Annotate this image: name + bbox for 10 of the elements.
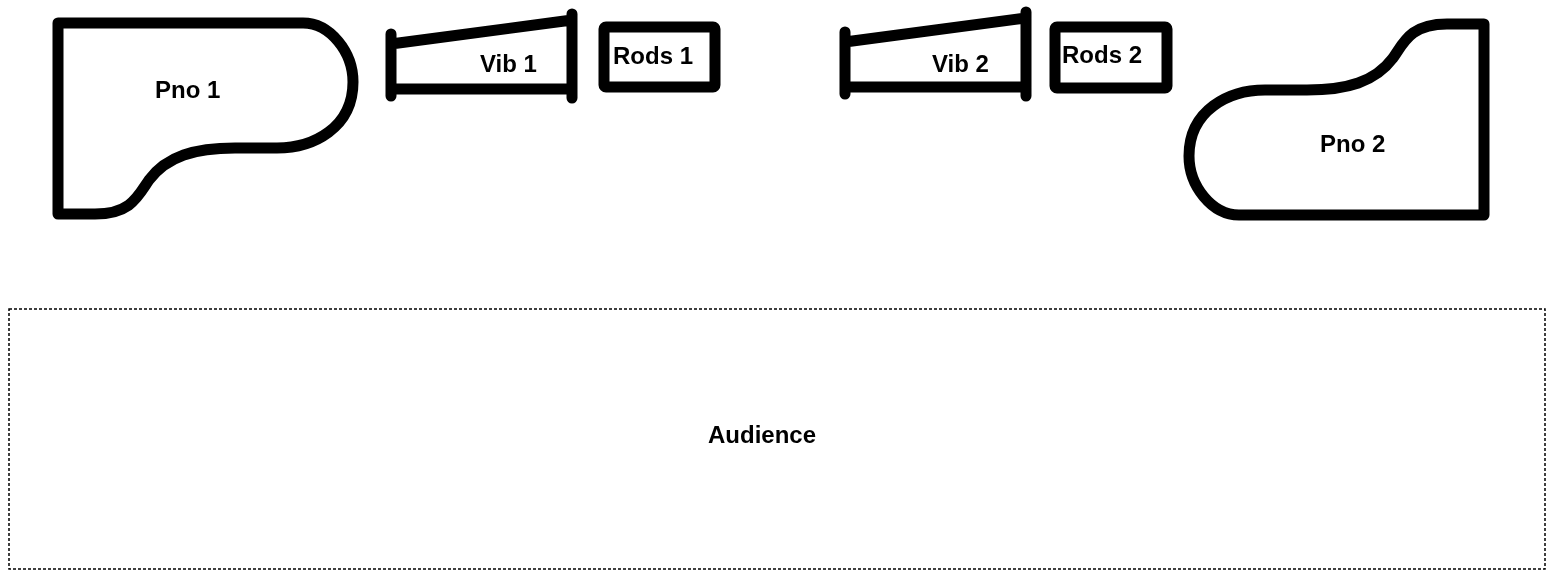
instrument-label: Rods 2 — [1062, 41, 1142, 69]
instrument-label: Pno 2 — [1320, 130, 1386, 158]
instrument-label: Pno 1 — [155, 76, 221, 104]
area-label: Audience — [708, 421, 817, 449]
rods-table-outline — [601, 24, 718, 90]
instrument-label: Rods 1 — [613, 42, 693, 70]
instrument-label: Vib 1 — [480, 50, 537, 78]
instrument-label: Vib 2 — [932, 50, 989, 78]
rods-table-outline — [1052, 24, 1170, 91]
audience-area — [8, 308, 1546, 570]
